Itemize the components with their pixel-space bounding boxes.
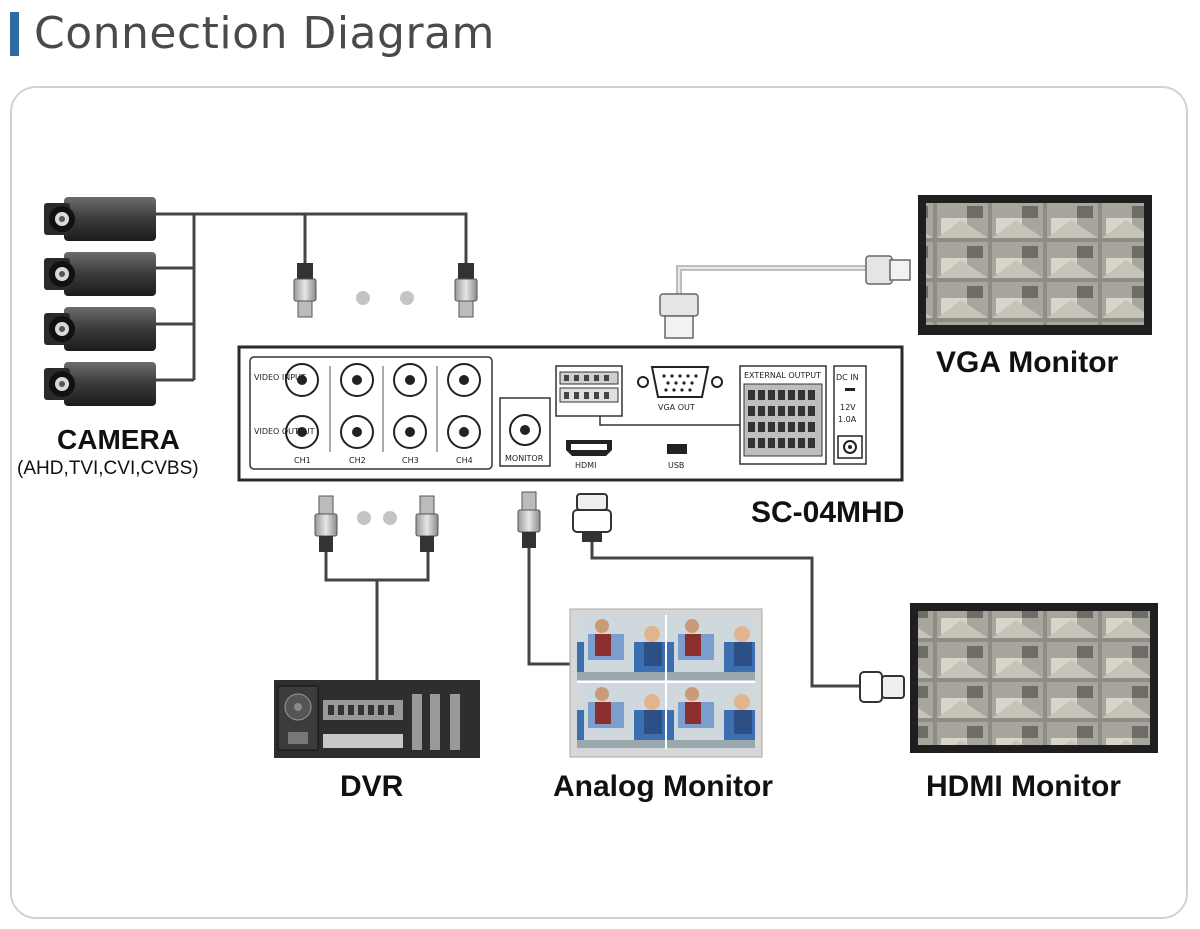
camera-2 — [44, 252, 156, 296]
video-input-label: VIDEO INPUT — [254, 373, 306, 382]
dc-in-label: DC IN — [836, 373, 859, 382]
title-accent-bar — [10, 12, 19, 56]
bottom-cables — [324, 542, 862, 688]
external-output-label: EXTERNAL OUTPUT — [744, 371, 821, 380]
camera-cables — [156, 212, 468, 382]
device-model-label: SC-04MHD — [751, 496, 905, 529]
sc-04mhd-device: VIDEO INPUT VIDEO OUTPUT CH1 CH2 CH3 CH4… — [237, 345, 904, 482]
channel-label: CH1 — [294, 456, 311, 465]
vga-connector-icon — [659, 293, 699, 339]
hdmi-connector-icon — [572, 493, 612, 542]
hdmi-label: HDMI — [575, 461, 596, 470]
ellipsis-dot — [383, 511, 397, 525]
bnc-connector-icon — [415, 495, 439, 552]
camera-sub-label: (AHD,TVI,CVI,CVBS) — [17, 458, 199, 479]
hdmi-monitor — [910, 603, 1158, 753]
ellipsis-dot — [356, 291, 370, 305]
bnc-port-grid — [285, 363, 481, 449]
camera-3 — [44, 307, 156, 351]
bnc-connector-icon — [314, 495, 338, 552]
ellipsis-dot — [400, 291, 414, 305]
ellipsis-dot — [357, 511, 371, 525]
video-output-label: VIDEO OUTPUT — [254, 427, 315, 436]
page-title: Connection Diagram — [34, 8, 495, 59]
bnc-connector-icon — [293, 263, 317, 318]
terminal-block — [555, 365, 740, 426]
usb-label: USB — [668, 461, 684, 470]
dc-in-block: DC IN 12V 1.0A — [833, 365, 867, 465]
dvr-unit — [274, 680, 480, 758]
camera-4 — [44, 362, 156, 406]
channel-label: CH2 — [349, 456, 366, 465]
vga-monitor — [918, 195, 1152, 335]
hdmi-connector-icon — [859, 671, 905, 703]
power-spec-current: 1.0A — [838, 415, 857, 424]
vga-monitor-label: VGA Monitor — [936, 346, 1119, 379]
bnc-connector-icon — [454, 263, 478, 318]
hdmi-monitor-label: HDMI Monitor — [926, 770, 1121, 803]
analog-monitor — [569, 608, 763, 758]
camera-label: CAMERA — [57, 424, 180, 455]
analog-monitor-label: Analog Monitor — [553, 770, 773, 803]
channel-label: CH4 — [456, 456, 473, 465]
vga-port: VGA OUT — [637, 366, 723, 412]
bnc-connector-icon — [517, 491, 541, 548]
vga-connector-icon — [865, 255, 911, 285]
camera-1 — [44, 197, 156, 241]
vga-out-label: VGA OUT — [658, 403, 695, 412]
external-output-block: EXTERNAL OUTPUT — [739, 365, 827, 465]
monitor-out-label: MONITOR — [505, 454, 544, 463]
dvr-label: DVR — [340, 770, 404, 803]
vga-cable — [676, 265, 870, 296]
usb-port: USB — [667, 444, 687, 470]
camera-group — [44, 197, 156, 406]
hdmi-port: HDMI — [566, 440, 612, 470]
power-spec-voltage: 12V — [840, 403, 856, 412]
channel-label: CH3 — [402, 456, 419, 465]
